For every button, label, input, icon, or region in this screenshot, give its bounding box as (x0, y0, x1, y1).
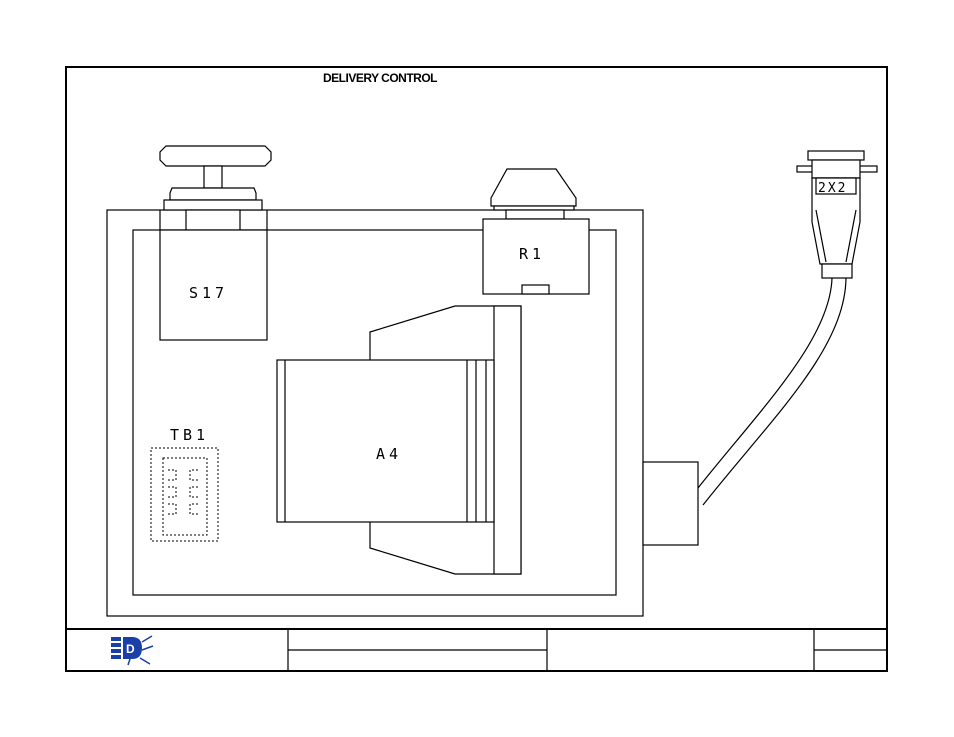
label-tb1: TB1 (170, 426, 209, 444)
title-block (66, 629, 887, 671)
label-a4: A4 (376, 445, 402, 463)
label-s17: S17 (189, 284, 228, 302)
logo-letter: D (126, 642, 135, 656)
drawing-title: DELIVERY CONTROL (323, 71, 437, 85)
label-2x2: 2X2 (818, 181, 847, 196)
module-a4: A4 (277, 306, 521, 574)
terminal-block-tb1: TB1 (151, 426, 218, 541)
cable-gland (643, 462, 698, 545)
company-logo: D (111, 636, 153, 665)
component-r1: R1 (483, 169, 589, 294)
switch-s17: S17 (160, 146, 271, 340)
connector-2x2: 2X2 (797, 151, 877, 278)
label-r1: R1 (519, 245, 545, 263)
cable (698, 278, 846, 505)
